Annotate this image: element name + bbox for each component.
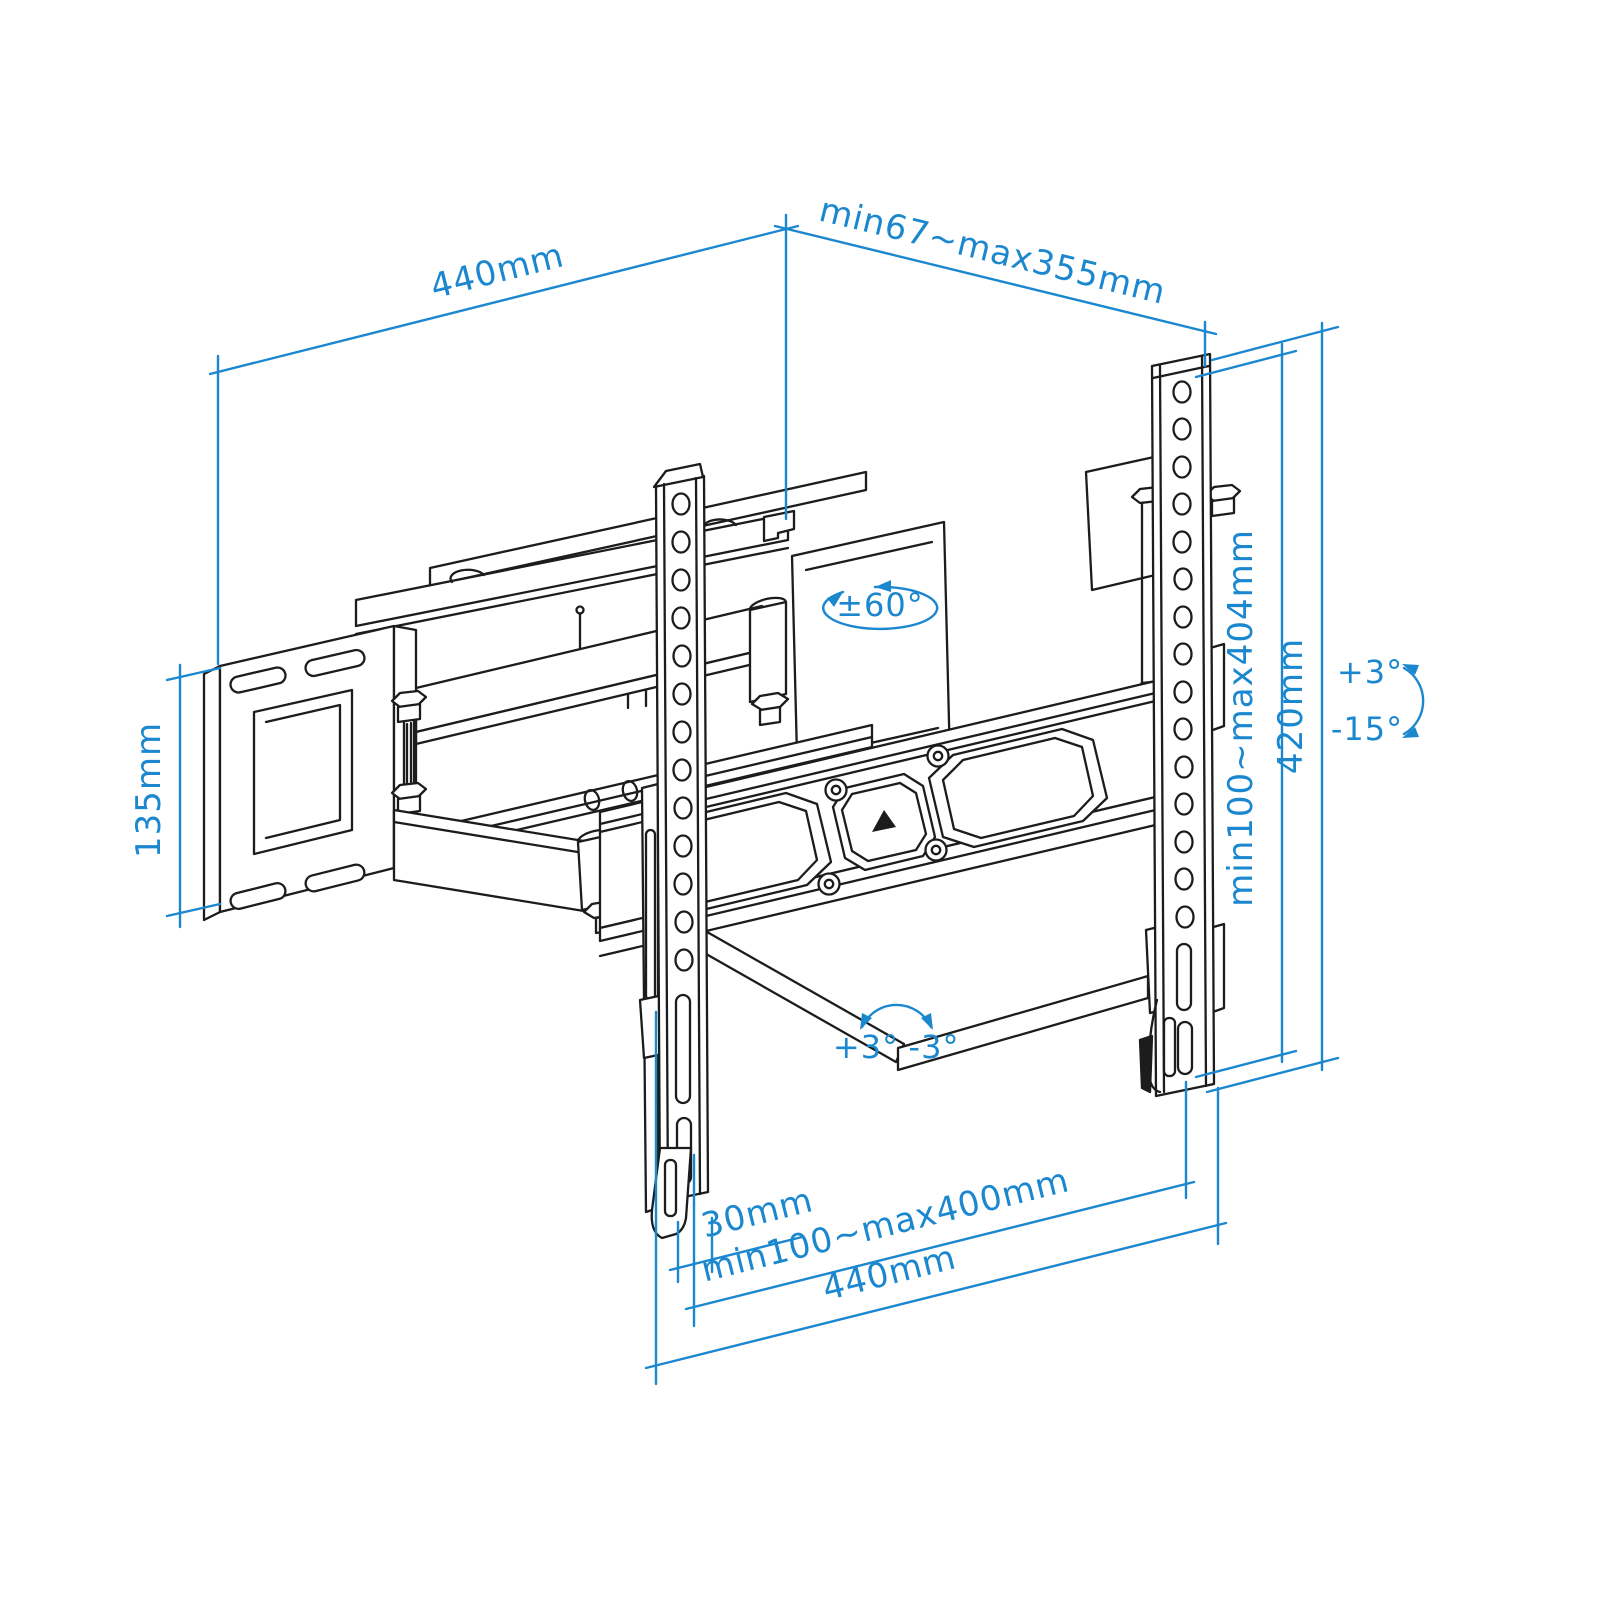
arrowhead-icon xyxy=(921,1013,933,1030)
tilt-arc xyxy=(1402,664,1425,738)
right-rail-holes xyxy=(1172,380,1195,929)
swivel-arc xyxy=(822,580,939,631)
dim-right-vertical xyxy=(1194,321,1340,1094)
mount-drawing xyxy=(202,352,1242,1240)
arrowhead-icon xyxy=(875,580,891,592)
dim-top-width xyxy=(208,213,800,666)
right-vesa-rail xyxy=(1147,352,1226,1098)
label-bracket-height: 420mm xyxy=(1271,638,1311,774)
rear-top-bar xyxy=(428,470,868,588)
mount-slot xyxy=(229,666,287,694)
wall-plate xyxy=(202,624,418,922)
dim-depth-extension xyxy=(773,224,1218,368)
dimension-lines xyxy=(165,213,1425,1386)
left-rail-flange xyxy=(638,782,674,1214)
right-rail-foot xyxy=(1147,998,1162,1094)
arrowhead-icon xyxy=(827,592,843,607)
elbow-pivot-upper xyxy=(748,600,788,704)
left-rail-holes xyxy=(671,492,694,972)
wall-hinge-bolt xyxy=(390,689,428,816)
label-vesa-vertical: min100~max404mm xyxy=(1221,529,1261,907)
left-vesa-rail xyxy=(650,462,710,1240)
arrowhead-icon xyxy=(1402,727,1419,738)
label-tilt-up: +3° xyxy=(1337,653,1403,691)
crossbar-bolts xyxy=(817,744,950,896)
mount-slot xyxy=(304,648,366,678)
arrowhead-icon xyxy=(1402,664,1419,675)
label-top-width: 440mm xyxy=(426,235,568,307)
label-depth-extension: min67~max355mm xyxy=(815,190,1169,313)
label-plate-height: 135mm xyxy=(129,722,169,858)
level-arc xyxy=(860,1003,933,1030)
label-level-right: -3° xyxy=(909,1028,960,1066)
label-tilt-down: -15° xyxy=(1331,710,1403,748)
dim-bottom xyxy=(644,1010,1228,1386)
dim-plate-height xyxy=(165,663,222,929)
top-rail-hook xyxy=(762,509,796,543)
articulating-arm-upper xyxy=(414,596,790,746)
brand-triangle-icon xyxy=(872,810,896,832)
plate-window xyxy=(252,688,354,856)
label-swivel-angle: ±60° xyxy=(836,586,924,624)
mount-slot xyxy=(229,882,287,910)
mount-slot xyxy=(304,863,366,893)
arrowhead-icon xyxy=(860,1013,872,1030)
label-level-left: +3° xyxy=(833,1028,899,1066)
